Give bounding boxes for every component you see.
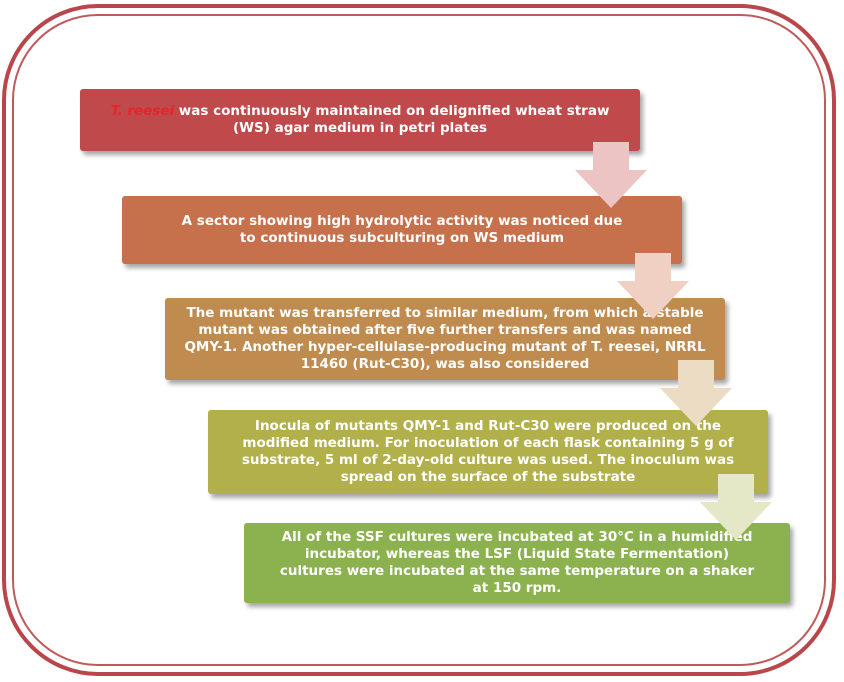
inner-frame [12, 14, 826, 666]
step-3-box: The mutant was transferred to similar me… [165, 298, 725, 380]
arrow-1-icon [575, 142, 647, 208]
step-1-species: T. reesei [110, 103, 175, 119]
step-2-text: A sector showing high hydrolytic activit… [181, 213, 623, 246]
step-4-text: Inocula of mutants QMY-1 and Rut-C30 wer… [241, 418, 735, 485]
arrow-3-icon [660, 360, 732, 426]
step-4-box: Inocula of mutants QMY-1 and Rut-C30 wer… [208, 410, 768, 494]
arrow-2-icon [617, 253, 689, 319]
step-1-box: T. reesei was continuously maintained on… [80, 89, 640, 151]
step-2-box: A sector showing high hydrolytic activit… [122, 196, 682, 264]
step-1-body: was continuously maintained on delignifi… [174, 103, 610, 136]
step-3-text: The mutant was transferred to similar me… [184, 305, 706, 372]
step-5-box: All of the SSF cultures were incubated a… [244, 523, 790, 603]
outer-frame [2, 4, 836, 676]
step-5-text: All of the SSF cultures were incubated a… [279, 529, 755, 596]
step-1-text: T. reesei was continuously maintained on… [94, 103, 626, 137]
arrow-4-icon [700, 474, 772, 540]
